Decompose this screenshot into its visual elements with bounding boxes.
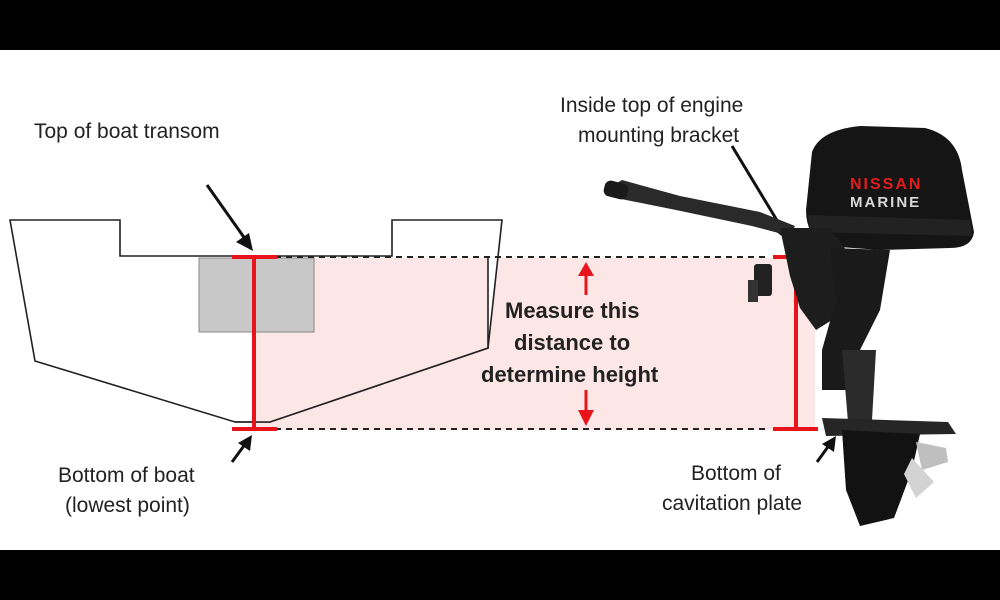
label-bottom-of-boat-line2: (lowest point) bbox=[65, 494, 190, 517]
label-measure-line2: distance to bbox=[514, 330, 631, 355]
label-bracket-line1: Inside top of engine bbox=[560, 94, 744, 117]
label-measure-line1: Measure this bbox=[505, 298, 640, 323]
double-arrow-icon bbox=[578, 262, 594, 426]
engine-brand-line1: NISSAN bbox=[850, 176, 923, 193]
label-measure-line3: determine height bbox=[481, 362, 659, 387]
outboard-engine-image bbox=[603, 126, 974, 526]
diagram-canvas: NISSAN MARINE Top of boat transom Bottom… bbox=[0, 50, 1000, 550]
boat-measure-bar bbox=[232, 255, 277, 431]
transom-block bbox=[198, 257, 315, 333]
label-top-of-transom: Top of boat transom bbox=[34, 120, 220, 143]
label-bracket-line2: mounting bracket bbox=[578, 124, 740, 147]
label-bottom-of-boat-line1: Bottom of boat bbox=[58, 464, 195, 487]
label-cavitation-line1: Bottom of bbox=[691, 462, 781, 485]
label-cavitation-line2: cavitation plate bbox=[662, 492, 803, 515]
diagram-svg bbox=[9, 126, 974, 526]
engine-brand-line2: MARINE bbox=[850, 194, 922, 211]
